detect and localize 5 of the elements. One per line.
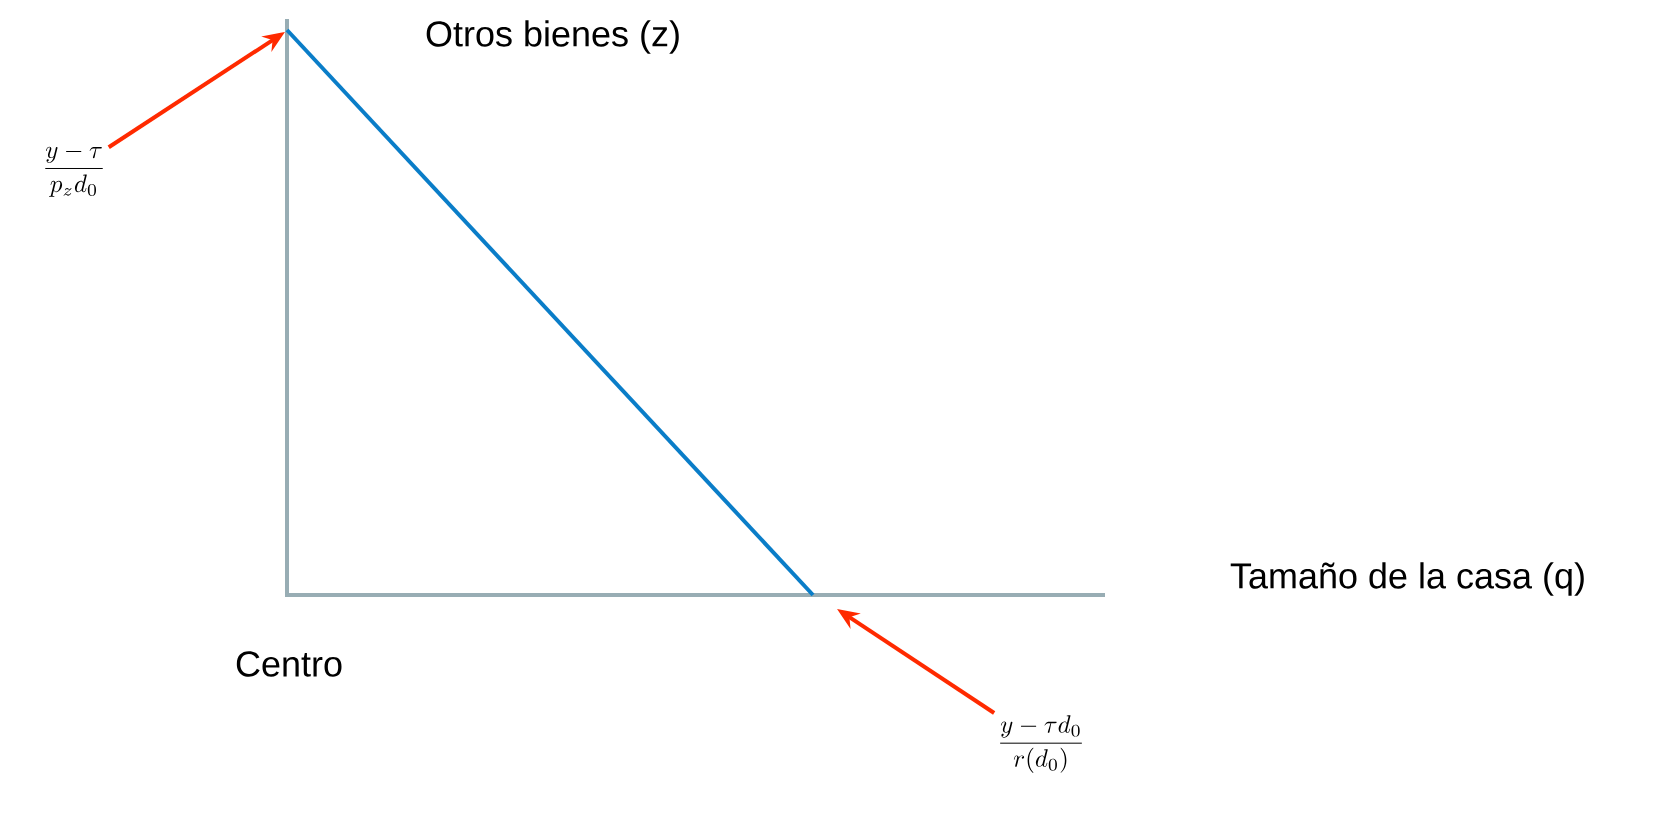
formula: $\frac{y-\tau}{p_z d_0}$ (45, 146, 103, 197)
formula: $\frac{y-\tau d_0}{r(d_0)}$ (1000, 715, 1082, 773)
axis-label: Otros bienes (z) (426, 20, 679, 54)
axis-label: Centro (236, 651, 342, 677)
axis-label: Tamaño de la casa (q) (1230, 562, 1584, 596)
